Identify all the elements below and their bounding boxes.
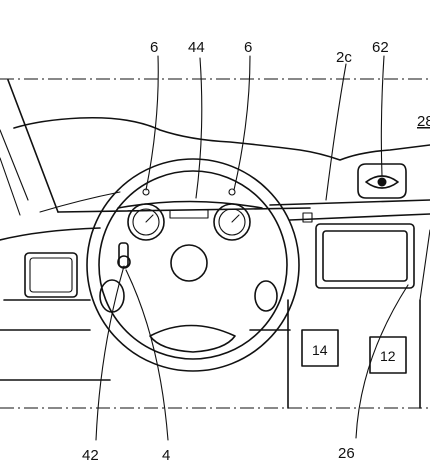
label-camera: 62: [372, 39, 389, 56]
horn-pad: [170, 244, 208, 282]
label-windshield: 28: [417, 113, 430, 130]
center-display: [302, 212, 415, 289]
dashboard: [0, 199, 430, 409]
instrument-cluster: [117, 188, 263, 241]
gauge-right: [213, 203, 251, 241]
label-display-screen: 26: [338, 445, 355, 462]
gauge-left: [127, 203, 165, 241]
camera-lens: [377, 177, 387, 187]
windshield-frame: [0, 79, 430, 216]
wheel-lower-spoke: [149, 324, 236, 353]
gauge-right-camera: [228, 188, 236, 196]
camera-icon: [365, 175, 399, 189]
display-sensor: [302, 212, 313, 223]
label-box-12: 12: [380, 348, 396, 364]
box-12: [369, 336, 407, 374]
leader-lines: [95, 55, 409, 441]
label-gauge-left: 6: [150, 39, 158, 56]
label-gauge-right: 6: [244, 39, 252, 56]
label-lever: 42: [82, 447, 99, 464]
label-box-14: 14: [312, 342, 328, 358]
box-14: [301, 329, 339, 367]
control-lever: [117, 242, 131, 269]
label-steering-upper: 44: [188, 39, 205, 56]
air-vent-left: [24, 252, 78, 298]
label-display-housing: 2c: [336, 49, 352, 66]
display-housing: [315, 223, 415, 289]
display-screen: [322, 230, 408, 282]
steering-wheel: [86, 158, 300, 372]
cluster-display: [169, 209, 209, 219]
label-steering-wheel: 4: [162, 447, 170, 464]
right-spoke-button: [254, 280, 278, 312]
camera-module: [357, 163, 407, 199]
